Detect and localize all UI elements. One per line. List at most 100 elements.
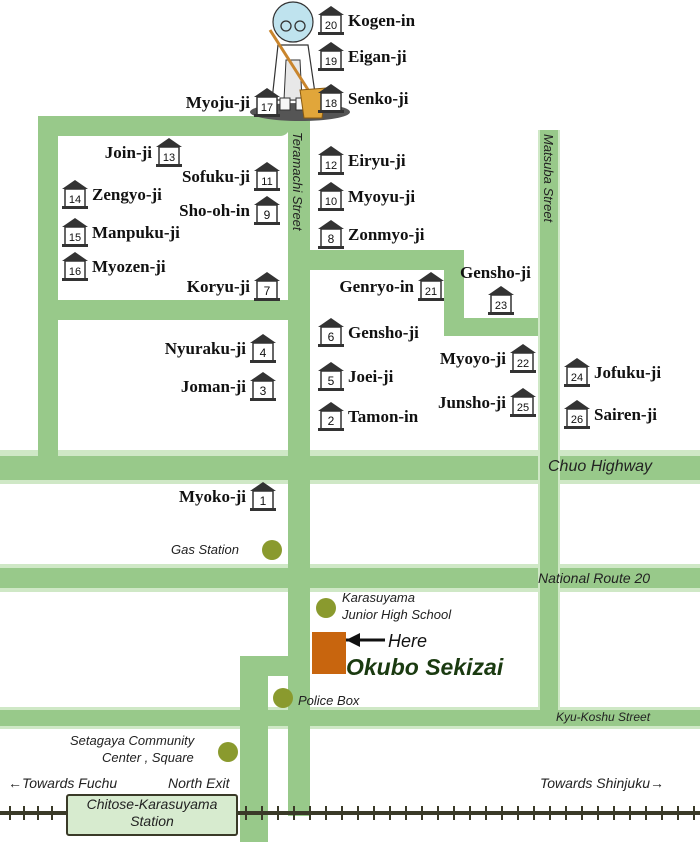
temple-2-name: Tamon-in <box>348 407 419 426</box>
temple-15-icon: 15 <box>62 218 88 247</box>
temple-12-number: 12 <box>325 160 337 172</box>
temple-16-number: 16 <box>69 266 81 278</box>
street-label-teramachi: Teramachi Street <box>290 132 305 231</box>
road-network <box>0 116 700 842</box>
temple-11-icon: 11 <box>254 162 280 191</box>
temple-18-number: 18 <box>325 98 337 110</box>
temple-11-number: 11 <box>261 176 272 188</box>
police-box-marker <box>273 688 293 708</box>
temple-24-icon: 24 <box>564 358 590 387</box>
gas-station-marker <box>262 540 282 560</box>
towards-fuchu-label: ←Towards Fuchu <box>8 775 118 791</box>
temple-8-number: 8 <box>328 232 335 246</box>
temple-13-icon: 13 <box>156 138 182 167</box>
temple-21-name: Genryo-in <box>339 277 414 296</box>
temple-5-number: 5 <box>328 374 335 388</box>
temple-25-icon: 25 <box>510 388 536 417</box>
community-center-label-line2: Center , Square <box>102 750 194 765</box>
temple-8-name: Zonmyo-ji <box>348 225 425 244</box>
temple-19-icon: 19 <box>318 42 344 71</box>
here-arrow <box>346 633 385 647</box>
temple-18-name: Senko-ji <box>348 89 409 108</box>
temple-25-number: 25 <box>517 402 529 414</box>
temple-22-number: 22 <box>517 358 529 370</box>
temple-26-icon: 26 <box>564 400 590 429</box>
street-label-chuo: Chuo Highway <box>548 458 653 475</box>
temple-23-name: Gensho-ji <box>460 263 531 282</box>
okubo-sekizai-marker <box>312 632 346 674</box>
temple-4-name: Nyuraku-ji <box>164 339 246 358</box>
temple-24-number: 24 <box>571 372 583 384</box>
temple-3-name: Joman-ji <box>180 377 246 396</box>
temple-2-number: 2 <box>328 414 335 428</box>
temple-4-number: 4 <box>260 346 267 360</box>
school-label-line1: Karasuyama <box>342 590 415 605</box>
temple-17-number: 17 <box>261 102 273 114</box>
temple-16-name: Myozen-ji <box>92 257 166 276</box>
temple-22-icon: 22 <box>510 344 536 373</box>
street-label-route20: National Route 20 <box>538 570 651 586</box>
temple-17-name: Myoju-ji <box>185 93 250 112</box>
temple-17-icon: 17 <box>254 88 280 117</box>
temple-7-icon: 7 <box>254 272 280 301</box>
temple-6-number: 6 <box>328 330 335 344</box>
temple-11-name: Sofuku-ji <box>181 167 250 186</box>
temple-23-icon: 23 <box>488 286 514 315</box>
police-box-label: Police Box <box>298 693 360 708</box>
temple-15-number: 15 <box>69 232 81 244</box>
temple-24-name: Jofuku-ji <box>594 363 662 382</box>
temple-5-icon: 5 <box>318 362 344 391</box>
here-label: Here <box>388 631 428 651</box>
temple-19-name: Eigan-ji <box>348 47 407 66</box>
temple-12-name: Eiryu-ji <box>348 151 406 170</box>
temple-21-number: 21 <box>425 286 437 298</box>
temple-1-icon: 1 <box>250 482 276 511</box>
shop-name-label: Okubo Sekizai <box>346 654 504 680</box>
temple-15-name: Manpuku-ji <box>92 223 180 242</box>
temple-14-icon: 14 <box>62 180 88 209</box>
temple-20-name: Kogen-in <box>348 11 416 30</box>
temple-10-icon: 10 <box>318 182 344 211</box>
temple-26-number: 26 <box>571 414 583 426</box>
towards-shinjuku-label: Towards Shinjuku→ <box>540 775 664 791</box>
temple-5-name: Joei-ji <box>348 367 394 386</box>
temple-20-number: 20 <box>325 20 337 32</box>
temple-4-icon: 4 <box>250 334 276 363</box>
temple-14-name: Zengyo-ji <box>92 185 162 204</box>
school-label-line2: Junior High School <box>342 607 452 622</box>
temple-7-name: Koryu-ji <box>186 277 250 296</box>
station-box: Chitose-Karasuyama Station <box>66 794 238 836</box>
temple-9-name: Sho-oh-in <box>179 201 250 220</box>
temple-19-number: 19 <box>325 56 337 68</box>
temple-9-icon: 9 <box>254 196 280 225</box>
temple-2-icon: 2 <box>318 402 344 431</box>
temple-7-number: 7 <box>264 284 271 298</box>
temple-20-icon: 20 <box>318 6 344 35</box>
temple-25-name: Junsho-ji <box>437 393 506 412</box>
temple-3-icon: 3 <box>250 372 276 401</box>
station-name-line2: Station <box>130 813 174 829</box>
temple-14-number: 14 <box>69 194 81 206</box>
station-name-line1: Chitose-Karasuyama <box>86 796 218 812</box>
temple-8-icon: 8 <box>318 220 344 249</box>
temple-18-icon: 18 <box>318 84 344 113</box>
temple-21-icon: 21 <box>418 272 444 301</box>
north-exit-label: North Exit <box>168 775 230 791</box>
temple-22-name: Myoyo-ji <box>439 349 506 368</box>
street-label-kyukoshu: Kyu-Koshu Street <box>556 710 651 724</box>
gas-station-label: Gas Station <box>171 542 239 557</box>
temple-6-name: Gensho-ji <box>348 323 419 342</box>
temple-13-name: Join-ji <box>104 143 152 162</box>
temple-16-icon: 16 <box>62 252 88 281</box>
community-center-label-line1: Setagaya Community <box>70 733 195 748</box>
temple-26-name: Sairen-ji <box>594 405 657 424</box>
temple-9-number: 9 <box>264 208 271 222</box>
temple-13-number: 13 <box>163 152 175 164</box>
street-label-matsuba: Matsuba Street <box>541 134 556 223</box>
temple-3-number: 3 <box>260 384 267 398</box>
temple-6-icon: 6 <box>318 318 344 347</box>
temple-12-icon: 12 <box>318 146 344 175</box>
temple-23-number: 23 <box>495 300 507 312</box>
temple-1-number: 1 <box>260 494 267 508</box>
